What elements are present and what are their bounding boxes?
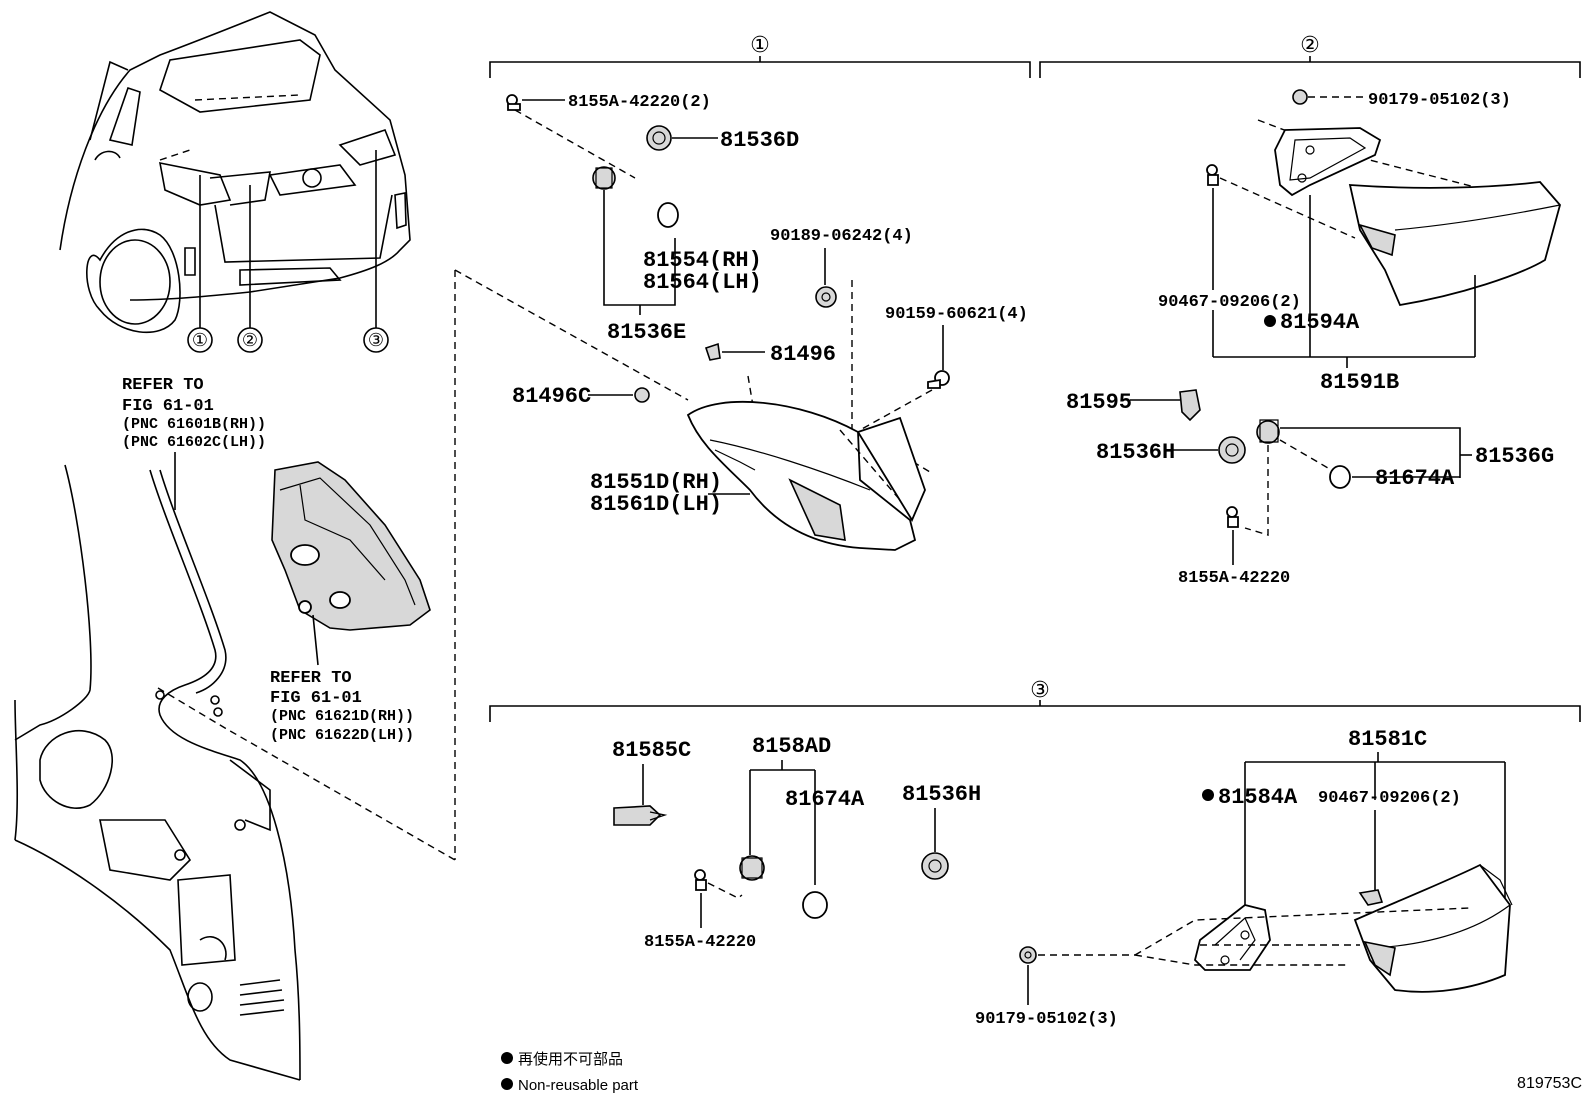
refer2-line2: FIG 61-01 <box>270 689 362 708</box>
section-1: ① 8155A-42220(2) 81536D 81536E 81554(RH)… <box>489 32 1031 551</box>
section-2-marker: ② <box>1300 32 1320 57</box>
label-81554-RH: 81554(RH) <box>643 248 762 273</box>
refer1-line4: (PNC 61602C(LH)) <box>122 434 266 451</box>
legend-en: Non-reusable part <box>518 1077 639 1094</box>
label-81536G: 81536G <box>1475 444 1554 469</box>
refer-note-1: REFER TO FIG 61-01 (PNC 61601B(RH)) (PNC… <box>122 376 266 510</box>
refer2-line3: (PNC 61621D(RH)) <box>270 708 414 725</box>
car-callout-2: ② <box>242 330 258 350</box>
legend: 再使用不可部品 Non-reusable part <box>501 1051 639 1094</box>
label-81594A: 81594A <box>1280 310 1360 335</box>
label-81585C: 81585C <box>612 738 691 763</box>
label-81536D: 81536D <box>720 128 799 153</box>
label-90159-60621-4: 90159-60621(4) <box>885 305 1028 324</box>
label-8155A-42220-s2: 8155A-42220 <box>1178 569 1290 588</box>
refer2-line1: REFER TO <box>270 669 352 688</box>
label-90179-05102-3: 90179-05102(3) <box>1368 91 1511 110</box>
label-81584A: 81584A <box>1218 785 1298 810</box>
label-90467-09206-2-s3: 90467-09206(2) <box>1318 789 1461 808</box>
label-90179-05102-3-s3: 90179-05102(3) <box>975 1010 1118 1029</box>
section-3: ③ 81585C 8158AD 81674A 8155A-42220 81536… <box>489 677 1581 1029</box>
refer-note-2: REFER TO FIG 61-01 (PNC 61621D(RH)) (PNC… <box>270 669 414 744</box>
car-rear-illustration: ① ② ③ <box>59 11 411 353</box>
refer1-line2: FIG 61-01 <box>122 397 214 416</box>
car-callout-3: ③ <box>368 330 384 350</box>
label-81674A-s2: 81674A <box>1375 466 1455 491</box>
legend-jp: 再使用不可部品 <box>518 1051 623 1068</box>
label-8155A-42220-2: 8155A-42220(2) <box>568 93 711 112</box>
label-8155A-42220-s3: 8155A-42220 <box>644 933 756 952</box>
section-3-marker: ③ <box>1030 677 1050 702</box>
car-callout-1: ① <box>192 330 208 350</box>
label-81581C: 81581C <box>1348 727 1427 752</box>
label-90467-09206-2: 90467-09206(2) <box>1158 293 1301 312</box>
label-81561D-LH: 81561D(LH) <box>590 492 722 517</box>
label-81536H-s3: 81536H <box>902 782 981 807</box>
label-81496C: 81496C <box>512 384 591 409</box>
inner-bracket-illustration <box>271 461 431 666</box>
label-81674A-s3: 81674A <box>785 787 865 812</box>
refer1-line3: (PNC 61601B(RH)) <box>122 416 266 433</box>
refer1-line1: REFER TO <box>122 376 204 395</box>
section-1-marker: ① <box>750 32 770 57</box>
label-8158AD: 8158AD <box>752 734 831 759</box>
label-81536E: 81536E <box>607 320 686 345</box>
label-81536H-s2: 81536H <box>1096 440 1175 465</box>
quarter-panel-illustration <box>14 464 301 1081</box>
refer2-line4: (PNC 61622D(LH)) <box>270 727 414 744</box>
label-81591B: 81591B <box>1320 370 1399 395</box>
label-81496: 81496 <box>770 342 836 367</box>
figure-code: 819753C <box>1517 1075 1582 1092</box>
label-81551D-RH: 81551D(RH) <box>590 470 722 495</box>
label-90189-06242-4: 90189-06242(4) <box>770 227 913 246</box>
section-2: ② 90179-05102(3) 90467-09206(2) 81594A 8… <box>1039 32 1581 588</box>
label-81564-LH: 81564(LH) <box>643 270 762 295</box>
label-81595: 81595 <box>1066 390 1132 415</box>
